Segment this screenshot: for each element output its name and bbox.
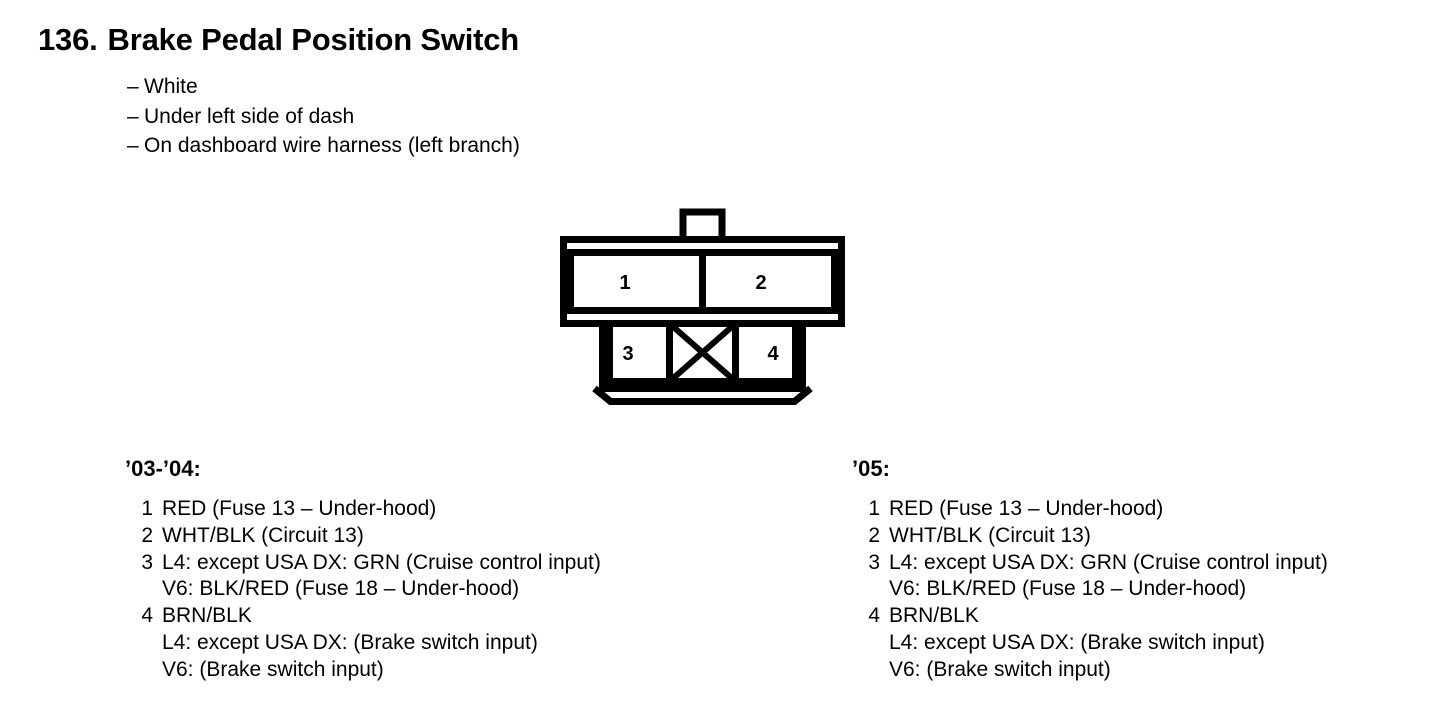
pin-row: 3 L4: except USA DX: GRN (Cruise control… xyxy=(125,550,601,604)
pin-label-2: 2 xyxy=(755,272,766,294)
page-title-text: Brake Pedal Position Switch xyxy=(107,22,520,57)
pin-line: V6: (Brake switch input) xyxy=(889,657,1111,681)
pin-number: 4 xyxy=(141,604,153,628)
page-title: 136. Brake Pedal Position Switch xyxy=(38,22,519,58)
list-item-label: White xyxy=(144,75,198,98)
pin-line: L4: except USA DX: (Brake switch input) xyxy=(162,630,538,654)
dash-bullet-icon: – xyxy=(127,134,139,157)
pin-list: 1 RED (Fuse 13 – Under-hood) 2 WHT/BLK (… xyxy=(852,496,1328,684)
pin-line: RED (Fuse 13 – Under-hood) xyxy=(889,497,1164,520)
list-item: –On dashboard wire harness (left branch) xyxy=(127,131,520,161)
list-item: –Under left side of dash xyxy=(127,102,520,132)
pin-number: 4 xyxy=(868,604,880,628)
pin-line: WHT/BLK (Circuit 13) xyxy=(889,523,1091,547)
pin-description: L4: except USA DX: GRN (Cruise control i… xyxy=(162,550,601,604)
pin-line: BRN/BLK xyxy=(162,604,252,628)
pin-line: V6: BLK/RED (Fuse 18 – Under-hood) xyxy=(889,577,1247,601)
pin-number: 3 xyxy=(868,550,880,574)
pin-group-05: ’05: 1 RED (Fuse 13 – Under-hood) 2 WHT/… xyxy=(852,456,1328,684)
pin-number: 2 xyxy=(141,523,153,547)
pin-line: L4: except USA DX: GRN (Cruise control i… xyxy=(889,550,1328,574)
pin-group-heading: ’05: xyxy=(852,456,890,481)
pin-line: V6: BLK/RED (Fuse 18 – Under-hood) xyxy=(162,577,520,601)
lower-shell-outline xyxy=(599,323,806,392)
blank-cavity-x-icon xyxy=(668,321,737,384)
pin-label-4: 4 xyxy=(767,343,779,365)
connector-svg: 1 2 3 4 xyxy=(560,208,845,405)
list-item-label: Under left side of dash xyxy=(144,104,355,128)
pin-description: BRN/BLK L4: except USA DX: (Brake switch… xyxy=(889,603,1328,683)
lower-cavity-row xyxy=(606,320,799,385)
dash-bullet-icon: – xyxy=(127,75,139,98)
pin-line: L4: except USA DX: GRN (Cruise control i… xyxy=(162,550,601,574)
pin-description: WHT/BLK (Circuit 13) xyxy=(162,523,601,550)
pin-number: 1 xyxy=(141,497,153,520)
pin-line: BRN/BLK xyxy=(889,604,979,628)
pin-description: BRN/BLK L4: except USA DX: (Brake switch… xyxy=(162,603,601,683)
pin-row: 4 BRN/BLK L4: except USA DX: (Brake swit… xyxy=(852,603,1328,683)
pin-description: RED (Fuse 13 – Under-hood) xyxy=(162,496,601,523)
pin-group-heading: ’03-’04: xyxy=(125,456,201,481)
pin-row: 1 RED (Fuse 13 – Under-hood) xyxy=(852,496,1328,523)
list-item: –White xyxy=(127,72,520,102)
locking-tab-shape xyxy=(679,208,726,239)
pin-group-03-04: ’03-’04: 1 RED (Fuse 13 – Under-hood) 2 … xyxy=(125,456,601,684)
pin-number: 1 xyxy=(868,497,880,520)
connector-diagram: 1 2 3 4 xyxy=(550,198,850,418)
pin-line: WHT/BLK (Circuit 13) xyxy=(162,523,364,547)
pin-label-3: 3 xyxy=(622,343,633,365)
pin-list: 1 RED (Fuse 13 – Under-hood) 2 WHT/BLK (… xyxy=(125,496,601,684)
pin-line: V6: (Brake switch input) xyxy=(162,657,384,681)
pin-number: 3 xyxy=(141,550,153,574)
pin-row: 2 WHT/BLK (Circuit 13) xyxy=(125,523,601,550)
pin-line: L4: except USA DX: (Brake switch input) xyxy=(889,630,1265,654)
pin-description: WHT/BLK (Circuit 13) xyxy=(889,523,1328,550)
pin-row: 3 L4: except USA DX: GRN (Cruise control… xyxy=(852,550,1328,604)
page-title-number: 136. xyxy=(38,22,98,57)
description-list: –White –Under left side of dash –On dash… xyxy=(127,72,520,161)
pin-description: L4: except USA DX: GRN (Cruise control i… xyxy=(889,550,1328,604)
pin-row: 2 WHT/BLK (Circuit 13) xyxy=(852,523,1328,550)
pin-description: RED (Fuse 13 – Under-hood) xyxy=(889,496,1328,523)
pin-row: 1 RED (Fuse 13 – Under-hood) xyxy=(125,496,601,523)
pin-row: 4 BRN/BLK L4: except USA DX: (Brake swit… xyxy=(125,603,601,683)
dash-bullet-icon: – xyxy=(127,104,139,128)
pin-label-1: 1 xyxy=(619,272,630,294)
pin-line: RED (Fuse 13 – Under-hood) xyxy=(162,497,437,520)
pin-number: 2 xyxy=(868,523,880,547)
list-item-label: On dashboard wire harness (left branch) xyxy=(144,134,520,157)
bottom-skirt-shape xyxy=(592,385,813,405)
